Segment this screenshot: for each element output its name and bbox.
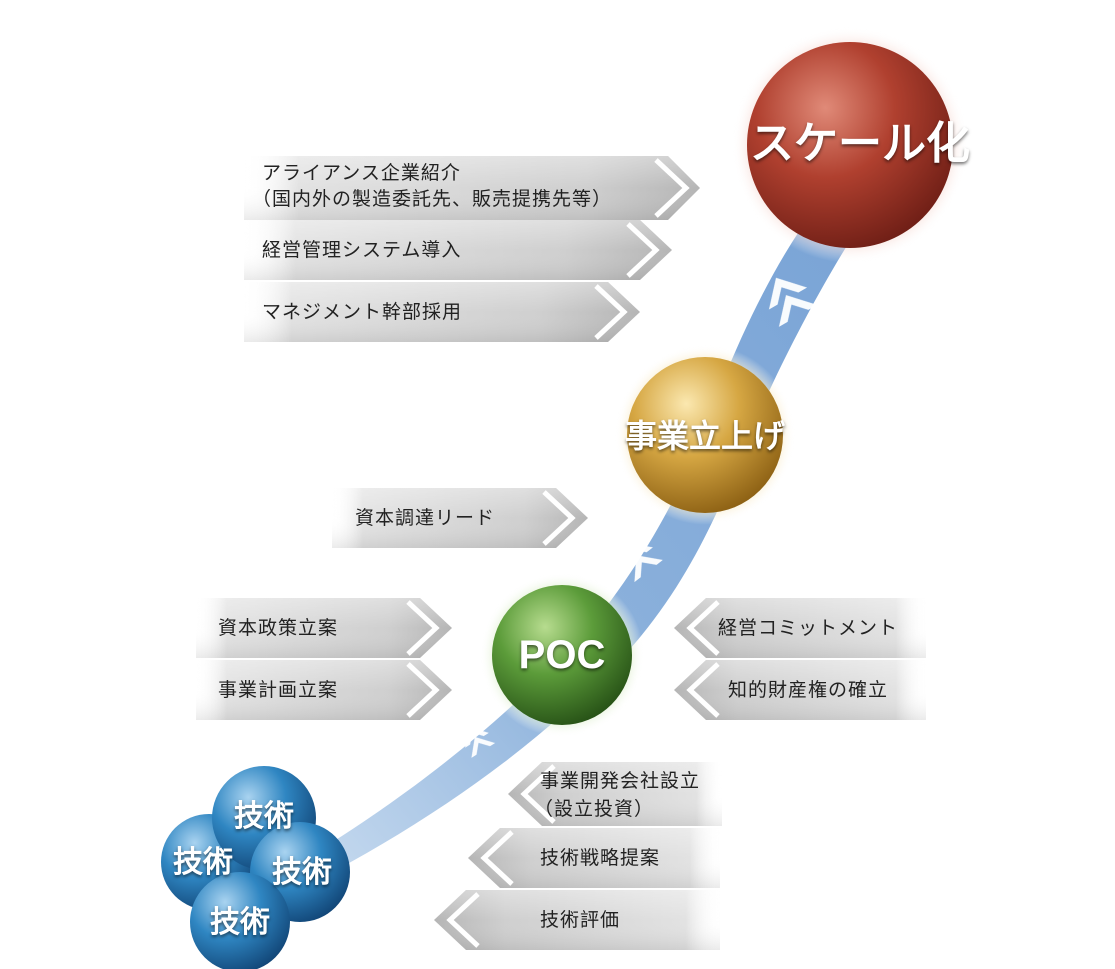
circle-poc — [480, 573, 644, 737]
label-capital-lead: 資本調達リード — [355, 507, 496, 529]
banner-ip — [674, 660, 926, 720]
label-company-setup-line1: 事業開発会社設立 — [540, 770, 701, 792]
label-tech-eval: 技術評価 — [540, 909, 621, 931]
banner-business-plan — [196, 660, 452, 720]
banner-tech-strategy — [468, 828, 720, 888]
label-capital-policy: 資本政策立案 — [218, 617, 339, 639]
banner-exec-hire — [244, 282, 640, 342]
tech-label-right: 技術 — [272, 855, 332, 890]
label-ip: 知的財産権の確立 — [728, 679, 889, 701]
banner-company-setup — [508, 762, 722, 826]
banner-tech-eval — [434, 890, 720, 950]
circle-launch — [615, 345, 795, 525]
label-company-setup-line2: （設立投資） — [534, 798, 655, 820]
circle-scale — [732, 27, 968, 263]
label-tech-strategy: 技術戦略提案 — [540, 847, 661, 869]
label-business-plan: 事業計画立案 — [218, 679, 339, 701]
chevron-icon — [465, 277, 818, 758]
tech-label-top: 技術 — [234, 799, 294, 834]
banner-capital-lead — [332, 488, 588, 548]
label-alliance-line1: アライアンス企業紹介 — [262, 162, 461, 184]
banner-alliance — [244, 156, 700, 220]
tech-label-bottom: 技術 — [210, 905, 270, 940]
tech-label-left: 技術 — [173, 845, 233, 880]
banner-capital-policy — [196, 598, 452, 658]
banner-mgmt-commit — [674, 598, 926, 658]
banner-mgmt-system — [244, 220, 672, 280]
stage-launch-label: 事業立上げ — [625, 417, 786, 455]
tech-cluster — [161, 766, 350, 969]
label-alliance-line2: （国内外の製造委託先、販売提携先等） — [252, 188, 613, 210]
label-exec-hire: マネジメント幹部採用 — [262, 301, 463, 323]
label-mgmt-commit: 経営コミットメント — [718, 617, 899, 639]
stage-poc-label: POC — [518, 633, 606, 677]
label-mgmt-system: 経営管理システム導入 — [262, 239, 462, 261]
stage-scale-label: スケール化 — [750, 118, 970, 169]
growth-path — [300, 230, 848, 880]
